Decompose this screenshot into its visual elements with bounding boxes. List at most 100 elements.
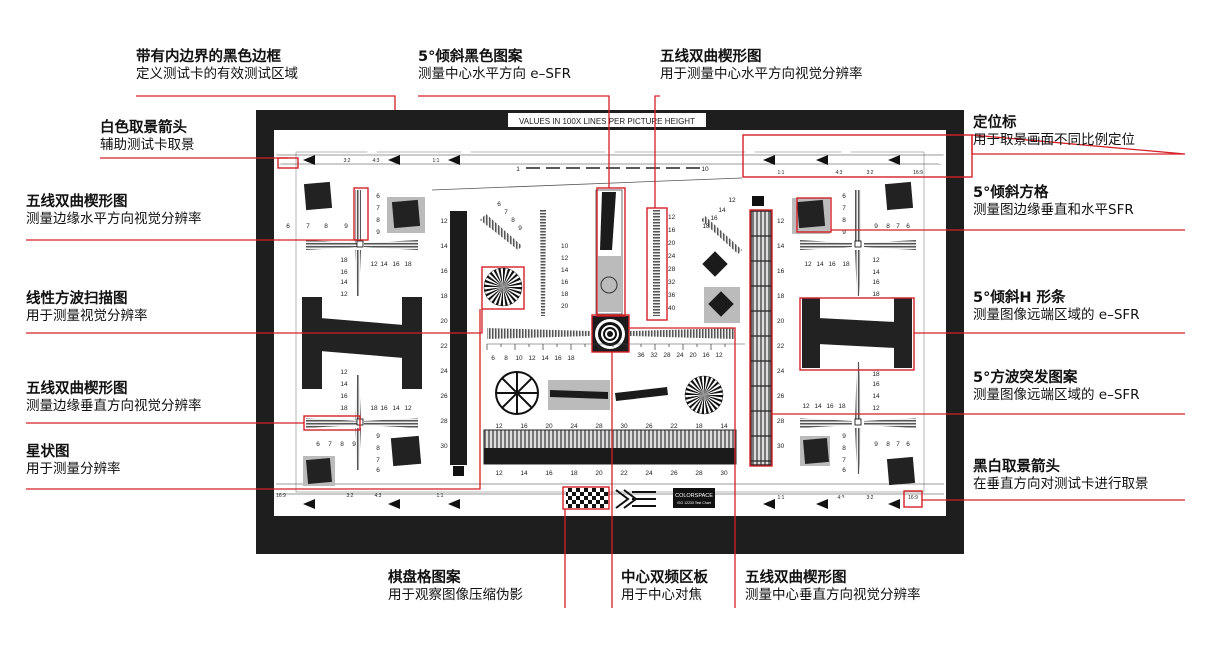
- callout-bw-arrow: 黑白取景箭头 在垂直方向对测试卡进行取景: [973, 458, 1149, 493]
- fan-number: 9: [352, 441, 356, 448]
- left-bar-marker: [453, 466, 464, 476]
- fan-left-horiz2: [306, 418, 358, 428]
- fan-number: 7: [842, 205, 846, 212]
- callout-bw-arrow-desc: 在垂直方向对测试卡进行取景: [973, 476, 1149, 493]
- callout-hyper-edge-v-title: 五线双曲楔形图: [26, 381, 128, 397]
- ratio-label: 1:1: [778, 495, 785, 501]
- left-scale-label: 12: [440, 218, 448, 225]
- callout-white-arrow-desc: 辅助测试卡取景: [100, 137, 195, 154]
- fan-number: 7: [896, 441, 900, 448]
- star-chart-lower-right: [684, 375, 724, 415]
- fan-right-lower: [855, 250, 861, 296]
- diag-number: 9: [518, 225, 522, 232]
- slant-square-left-low2: [390, 435, 422, 467]
- fan-number: 8: [886, 441, 890, 448]
- fan-number: 16: [826, 403, 834, 410]
- fan-right-horiz2: [800, 418, 852, 428]
- bottom-bar-top-label: 18: [695, 423, 703, 430]
- fan-number: 18: [872, 291, 880, 298]
- fan-number: 12: [404, 405, 412, 412]
- callout-slant-square: 5°倾斜方格 测量图边缘垂直和水平SFR: [973, 184, 1134, 219]
- fan-number: 12: [872, 257, 880, 264]
- arrow-top-3: [745, 139, 755, 153]
- fan-number: 6: [376, 467, 380, 474]
- right-scale-label: 26: [777, 393, 785, 400]
- leader-slant-black: [418, 95, 610, 188]
- callout-square-sweep: 线性方波扫描图 用于测量视觉分辨率: [26, 290, 148, 325]
- callout-white-arrow: 白色取景箭头 辅助测试卡取景: [100, 119, 195, 154]
- fan-number: 7: [328, 441, 332, 448]
- callout-locator-title: 定位标: [973, 115, 1017, 131]
- hbar-number: 14: [541, 355, 549, 362]
- arrow-left-bottom: [276, 499, 296, 509]
- right-scale-label: 16: [777, 268, 785, 275]
- bottom-bar-top-label: 22: [670, 423, 678, 430]
- callout-hyper-center-h: 五线双曲楔形图 用于测量中心水平方向视觉分辨率: [660, 48, 863, 83]
- arrow-bottom-8: [745, 498, 755, 512]
- fan-number: 8: [842, 217, 846, 224]
- center-right-fan: [653, 210, 660, 316]
- ratio-label: 16:9: [908, 495, 918, 501]
- black-arrow-6: [303, 499, 315, 509]
- left-scale-label: 20: [440, 318, 448, 325]
- bottom-bar-bottom-label: 22: [620, 470, 628, 477]
- ratio-label: 4:3: [836, 170, 843, 176]
- callout-square-burst-title: 5°方波突发图案: [973, 370, 1078, 386]
- callout-hyper-center-h-title: 五线双曲楔形图: [660, 49, 762, 65]
- left-scale-label: 16: [440, 268, 448, 275]
- fan-left-center: [356, 240, 364, 248]
- fan-number: 16: [872, 279, 880, 286]
- ratio-label: 16:9: [913, 170, 923, 176]
- bottom-bar-top-label: 28: [595, 423, 603, 430]
- black-arrow-3: [763, 155, 775, 165]
- arrow-bottom-6: [461, 498, 471, 512]
- arrow-top-0: [367, 139, 377, 153]
- hbar-number: 8: [504, 355, 508, 362]
- fan-number: 7: [306, 223, 310, 230]
- slant-square-left-top: [303, 181, 333, 211]
- left-edge-elements: [302, 181, 425, 486]
- hbar-number: 18: [567, 355, 575, 362]
- fan-number: 8: [340, 441, 344, 448]
- fan-number: 8: [886, 223, 890, 230]
- fan-number: 16: [872, 381, 880, 388]
- fan-number: 7: [376, 205, 380, 212]
- tiny-scale-label: 10: [701, 166, 709, 173]
- callout-slant-black-title: 5°倾斜黑色图案: [418, 49, 523, 65]
- fan-number: 7: [896, 223, 900, 230]
- leader-hyper-center-h: [654, 95, 660, 208]
- fan-number: 7: [842, 457, 846, 464]
- black-arrow-4: [816, 155, 828, 165]
- fan-left-lower3: [355, 428, 361, 470]
- fan-number: 16: [392, 261, 400, 268]
- callout-checker: 棋盘格图案 用于观察图像压缩伪影: [388, 569, 523, 604]
- right-scale-label: 28: [777, 418, 785, 425]
- right-bar-marker: [752, 196, 764, 206]
- fan-number: 6: [906, 223, 910, 230]
- center-scale-label: 36: [668, 292, 676, 299]
- callout-checker-desc: 用于观察图像压缩伪影: [388, 587, 523, 604]
- black-arrow-8: [448, 499, 460, 509]
- fan-number: 14: [872, 393, 880, 400]
- fan-number: 9: [874, 223, 878, 230]
- diag-number: 14: [718, 207, 726, 214]
- bottom-bar-bottom-label: 30: [720, 470, 728, 477]
- ratio-label: 16:9: [276, 493, 286, 499]
- h-bar-right-leg: [402, 297, 422, 389]
- callout-zone-plate-desc: 用于中心对焦: [621, 587, 702, 604]
- callout-hyper-center-v: 五线双曲楔形图 测量中心垂直方向视觉分辨率: [745, 569, 921, 604]
- bottom-bar-bottom-label: 14: [520, 470, 528, 477]
- ratio-label: 3:2: [867, 170, 874, 176]
- fan-right-horiz-b: [864, 240, 916, 250]
- center-scale-label: 12: [668, 214, 676, 221]
- callout-hyper-center-v-title: 五线双曲楔形图: [745, 570, 847, 586]
- slant-square-left-low: [305, 457, 333, 485]
- fan-number: 9: [376, 229, 380, 236]
- slant-square-right-low2: [886, 456, 916, 486]
- diagonal-fan-right: [701, 216, 742, 254]
- ratio-label: 3:2: [347, 493, 354, 499]
